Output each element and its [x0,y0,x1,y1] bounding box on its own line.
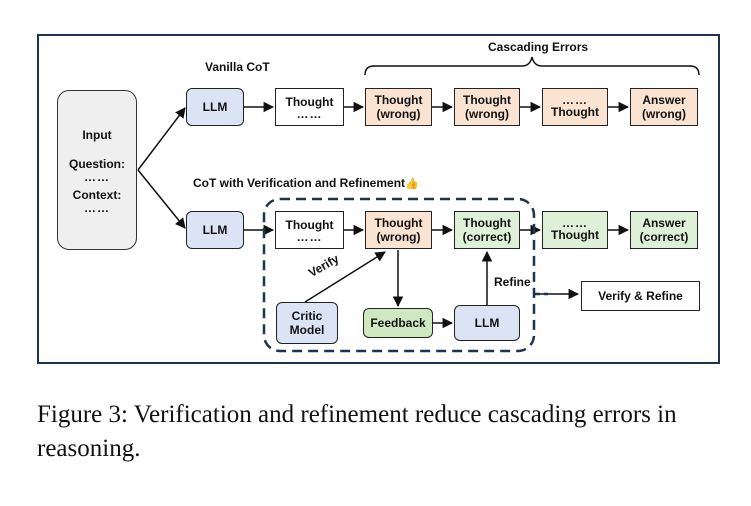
answer-correct-state: (correct) [639,230,689,244]
thought-verification-dots: …… [296,230,323,244]
cascading-brace [364,56,700,76]
input-box: Input Question: …… Context: …… [57,90,137,250]
legend-label: Verify & Refine [598,289,683,303]
llm-vanilla: LLM [186,88,244,126]
thought-wrong-2-state: (wrong) [465,107,509,121]
cot-verification-label: CoT with Verification and Refinement👍 [193,176,419,190]
input-title: Input [82,127,112,142]
answer-wrong-state: (wrong) [642,107,686,121]
thought-dots-bottom-label: Thought [551,228,599,242]
thumbs-up-icon: 👍 [405,178,419,190]
thought-wrong-2: Thought (wrong) [454,88,520,126]
thought-verification: Thought …… [275,211,344,249]
llm-refine: LLM [454,305,520,341]
critic-model-line1: Critic [291,309,323,323]
critic-model-line2: Model [289,323,325,337]
arrow-verify [304,251,386,303]
arrow-input-llm-top [137,107,186,171]
input-question-dots: …… [84,169,110,184]
cascading-errors-label: Cascading Errors [488,40,589,54]
llm-verification: LLM [186,211,244,249]
arrow-input-llm-bottom [137,169,186,229]
answer-wrong: Answer (wrong) [630,88,698,126]
vanilla-cot-label: Vanilla CoT [205,60,270,74]
thought-wrong-2-label: Thought [463,93,511,107]
thought-dots-top-dots: …… [562,93,588,107]
feedback-box: Feedback [363,308,433,338]
thought-wrong-bottom-label: Thought [374,216,423,230]
thought-verification-label: Thought [285,218,334,232]
thought-dots-bottom: …… Thought [542,211,608,249]
llm-refine-label: LLM [474,316,500,330]
input-context-label: Context: [72,187,122,202]
verification-region [262,197,536,353]
thought-dots-bottom-dots: …… [562,216,588,230]
figure-frame [37,34,720,364]
answer-correct-label: Answer [642,216,686,230]
input-question-label: Question: [69,156,125,171]
thought-wrong-1-label: Thought [374,93,423,107]
thought-vanilla-dots: …… [296,107,323,121]
thought-correct: Thought (correct) [454,211,520,249]
thought-wrong-1-state: (wrong) [376,107,421,121]
figure-caption: Figure 3: Verification and refinement re… [37,401,677,462]
thought-vanilla-label: Thought [285,95,334,109]
feedback-label: Feedback [370,316,426,330]
thought-correct-state: (correct) [462,230,512,244]
thought-wrong-bottom-state: (wrong) [376,230,421,244]
input-context-dots: …… [84,200,110,215]
answer-correct: Answer (correct) [630,211,698,249]
refine-label: Refine [494,275,531,289]
cot-verification-text: CoT with Verification and Refinement [193,176,406,190]
thought-vanilla: Thought …… [275,88,344,126]
thought-dots-top: …… Thought [542,88,608,126]
thought-wrong-1: Thought (wrong) [365,88,432,126]
thought-wrong-bottom: Thought (wrong) [365,211,432,249]
llm-vanilla-label: LLM [202,100,228,114]
critic-model: Critic Model [276,302,338,344]
thought-dots-top-label: Thought [551,105,599,119]
thought-correct-label: Thought [463,216,511,230]
answer-wrong-label: Answer [642,93,686,107]
llm-verification-label: LLM [202,223,228,237]
legend-box: Verify & Refine [581,281,700,311]
